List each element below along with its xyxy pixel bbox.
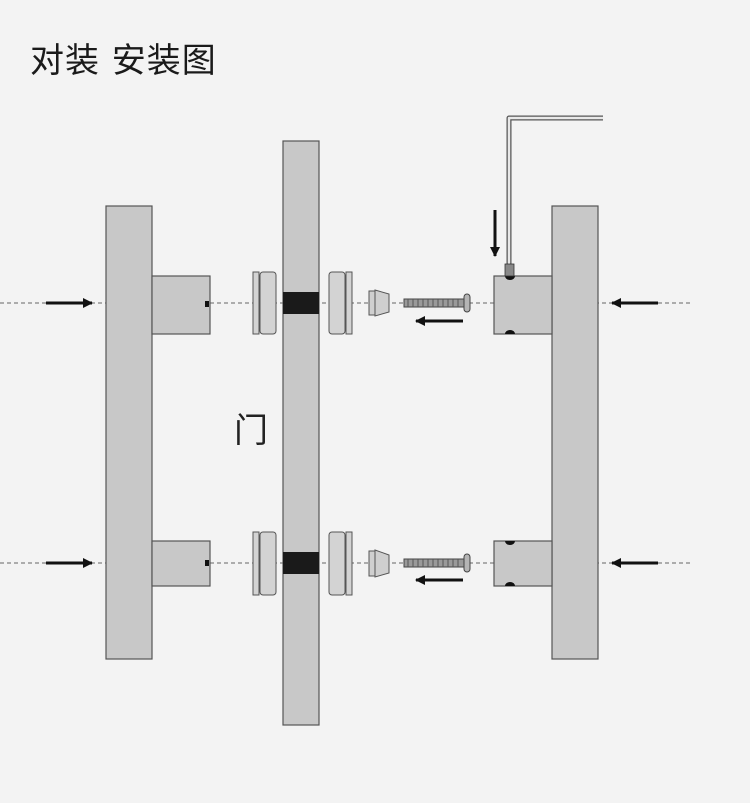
left-handle <box>105 205 211 660</box>
bushing-icon <box>368 289 390 317</box>
right-handle-post-top <box>493 275 553 335</box>
washers-top <box>252 271 353 335</box>
right-handle <box>493 205 599 660</box>
left-handle-post-bottom <box>151 540 211 587</box>
left-handle-post-top <box>151 275 211 335</box>
right-handle-bar <box>551 205 599 660</box>
washers-bottom <box>252 531 353 596</box>
left-handle-bar <box>105 205 153 660</box>
door-label: 门 <box>234 411 268 451</box>
screw-icon <box>403 293 471 313</box>
bushing-icon <box>368 549 390 578</box>
door-hole-bottom <box>283 552 319 574</box>
allen-key-icon <box>504 115 603 277</box>
door-panel <box>282 140 320 726</box>
right-handle-post-bottom <box>493 540 553 587</box>
page-title: 对装 安装图 <box>30 41 217 81</box>
door-hole-top <box>283 292 319 314</box>
screw-icon <box>403 553 471 573</box>
